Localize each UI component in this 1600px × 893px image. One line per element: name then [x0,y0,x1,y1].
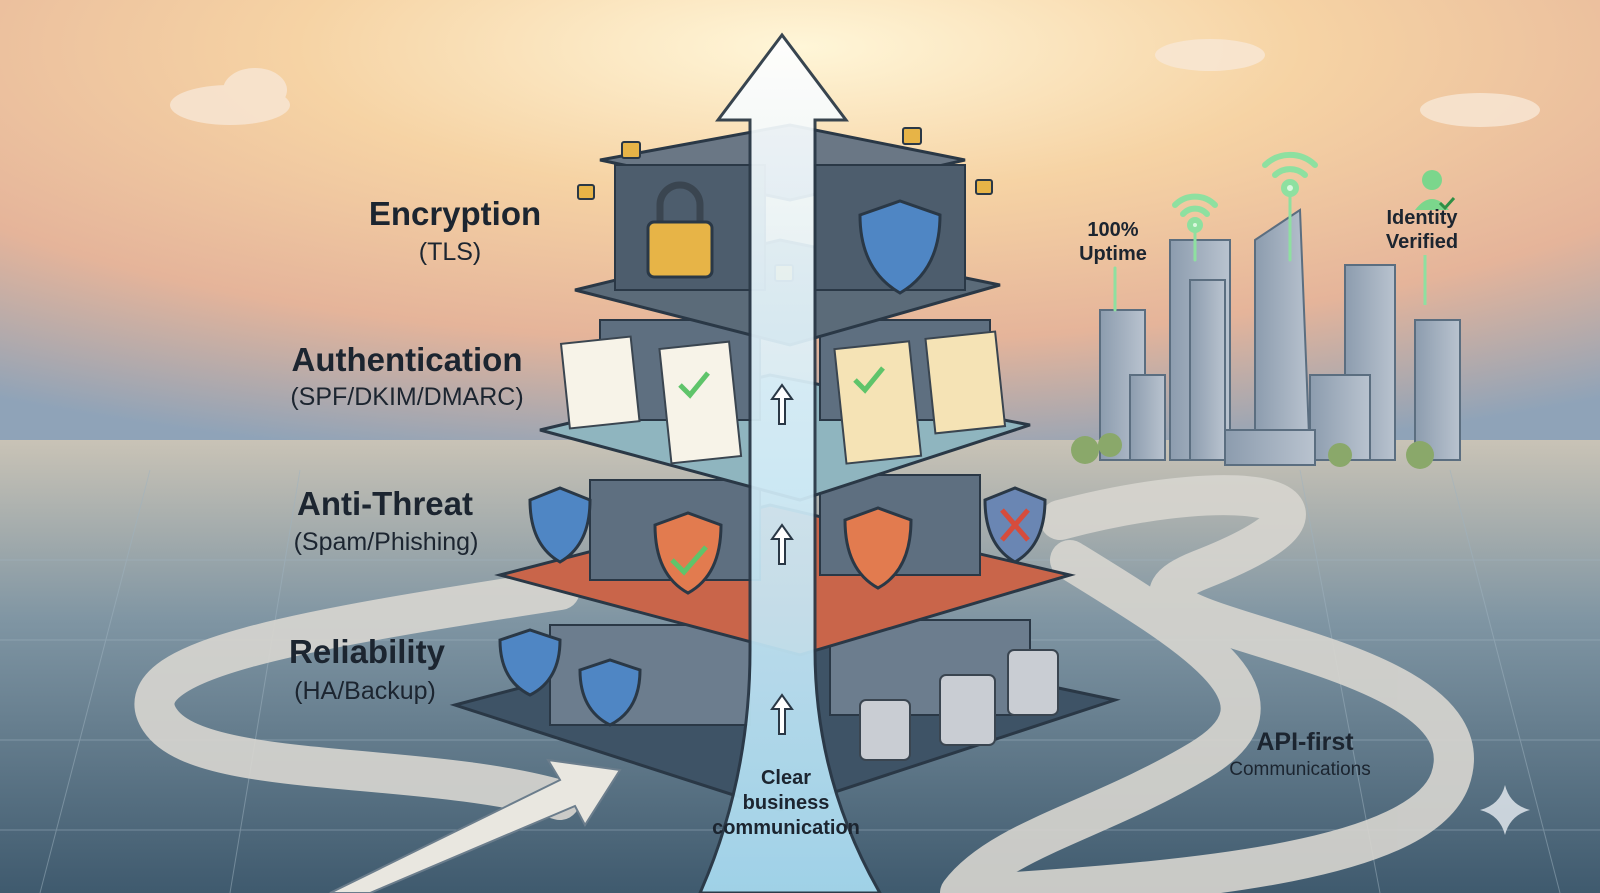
clouds [170,39,1540,127]
arrow-caption-line3: communication [712,817,860,839]
roads [134,475,1474,893]
shield-lock-icon [858,199,942,295]
shield-lock-icon [843,506,913,590]
label-reliability: Reliability [289,633,446,670]
label-authentication: Authentication [292,341,523,378]
shield-lock-icon [578,658,642,727]
shield-check-icon [653,511,723,595]
label-anti-threat-sub: (Spam/Phishing) [294,528,479,556]
uptime-label-line2: Uptime [1079,243,1147,265]
label-encryption: Encryption [369,195,541,232]
identity-label-line2: Verified [1386,231,1458,253]
label-anti-threat: Anti-Threat [297,485,473,522]
layer-labels: Encryption (TLS) Authentication (SPF/DKI… [289,195,541,705]
label-reliability-sub: (HA/Backup) [294,677,436,705]
arrow-caption-line1: Clear [761,767,811,789]
road-arrow-left [329,758,622,893]
sparkle-icon [1480,785,1530,835]
identity-label-line1: Identity [1386,207,1458,229]
central-upward-arrow [698,32,882,893]
label-authentication-sub: (SPF/DKIM/DMARC) [290,383,523,411]
certificate-icon [559,330,1007,465]
padlock-icon [646,181,714,279]
trees [1071,433,1434,469]
database-icon [859,649,1059,761]
city-skyline [1099,208,1461,466]
label-encryption-sub: (TLS) [419,238,482,266]
uptime-label-line1: 100% [1087,219,1138,241]
arrow-caption-line2: business [743,792,830,814]
road-caption-line2: Communications [1229,759,1371,780]
wifi-icon [1113,151,1318,312]
road-caption-line1: API-first [1256,728,1354,756]
shield-check-icon [528,486,592,564]
shield-lock-icon [498,628,562,697]
small-up-arrow-icons [770,383,794,735]
user-check-icon [1415,170,1456,305]
